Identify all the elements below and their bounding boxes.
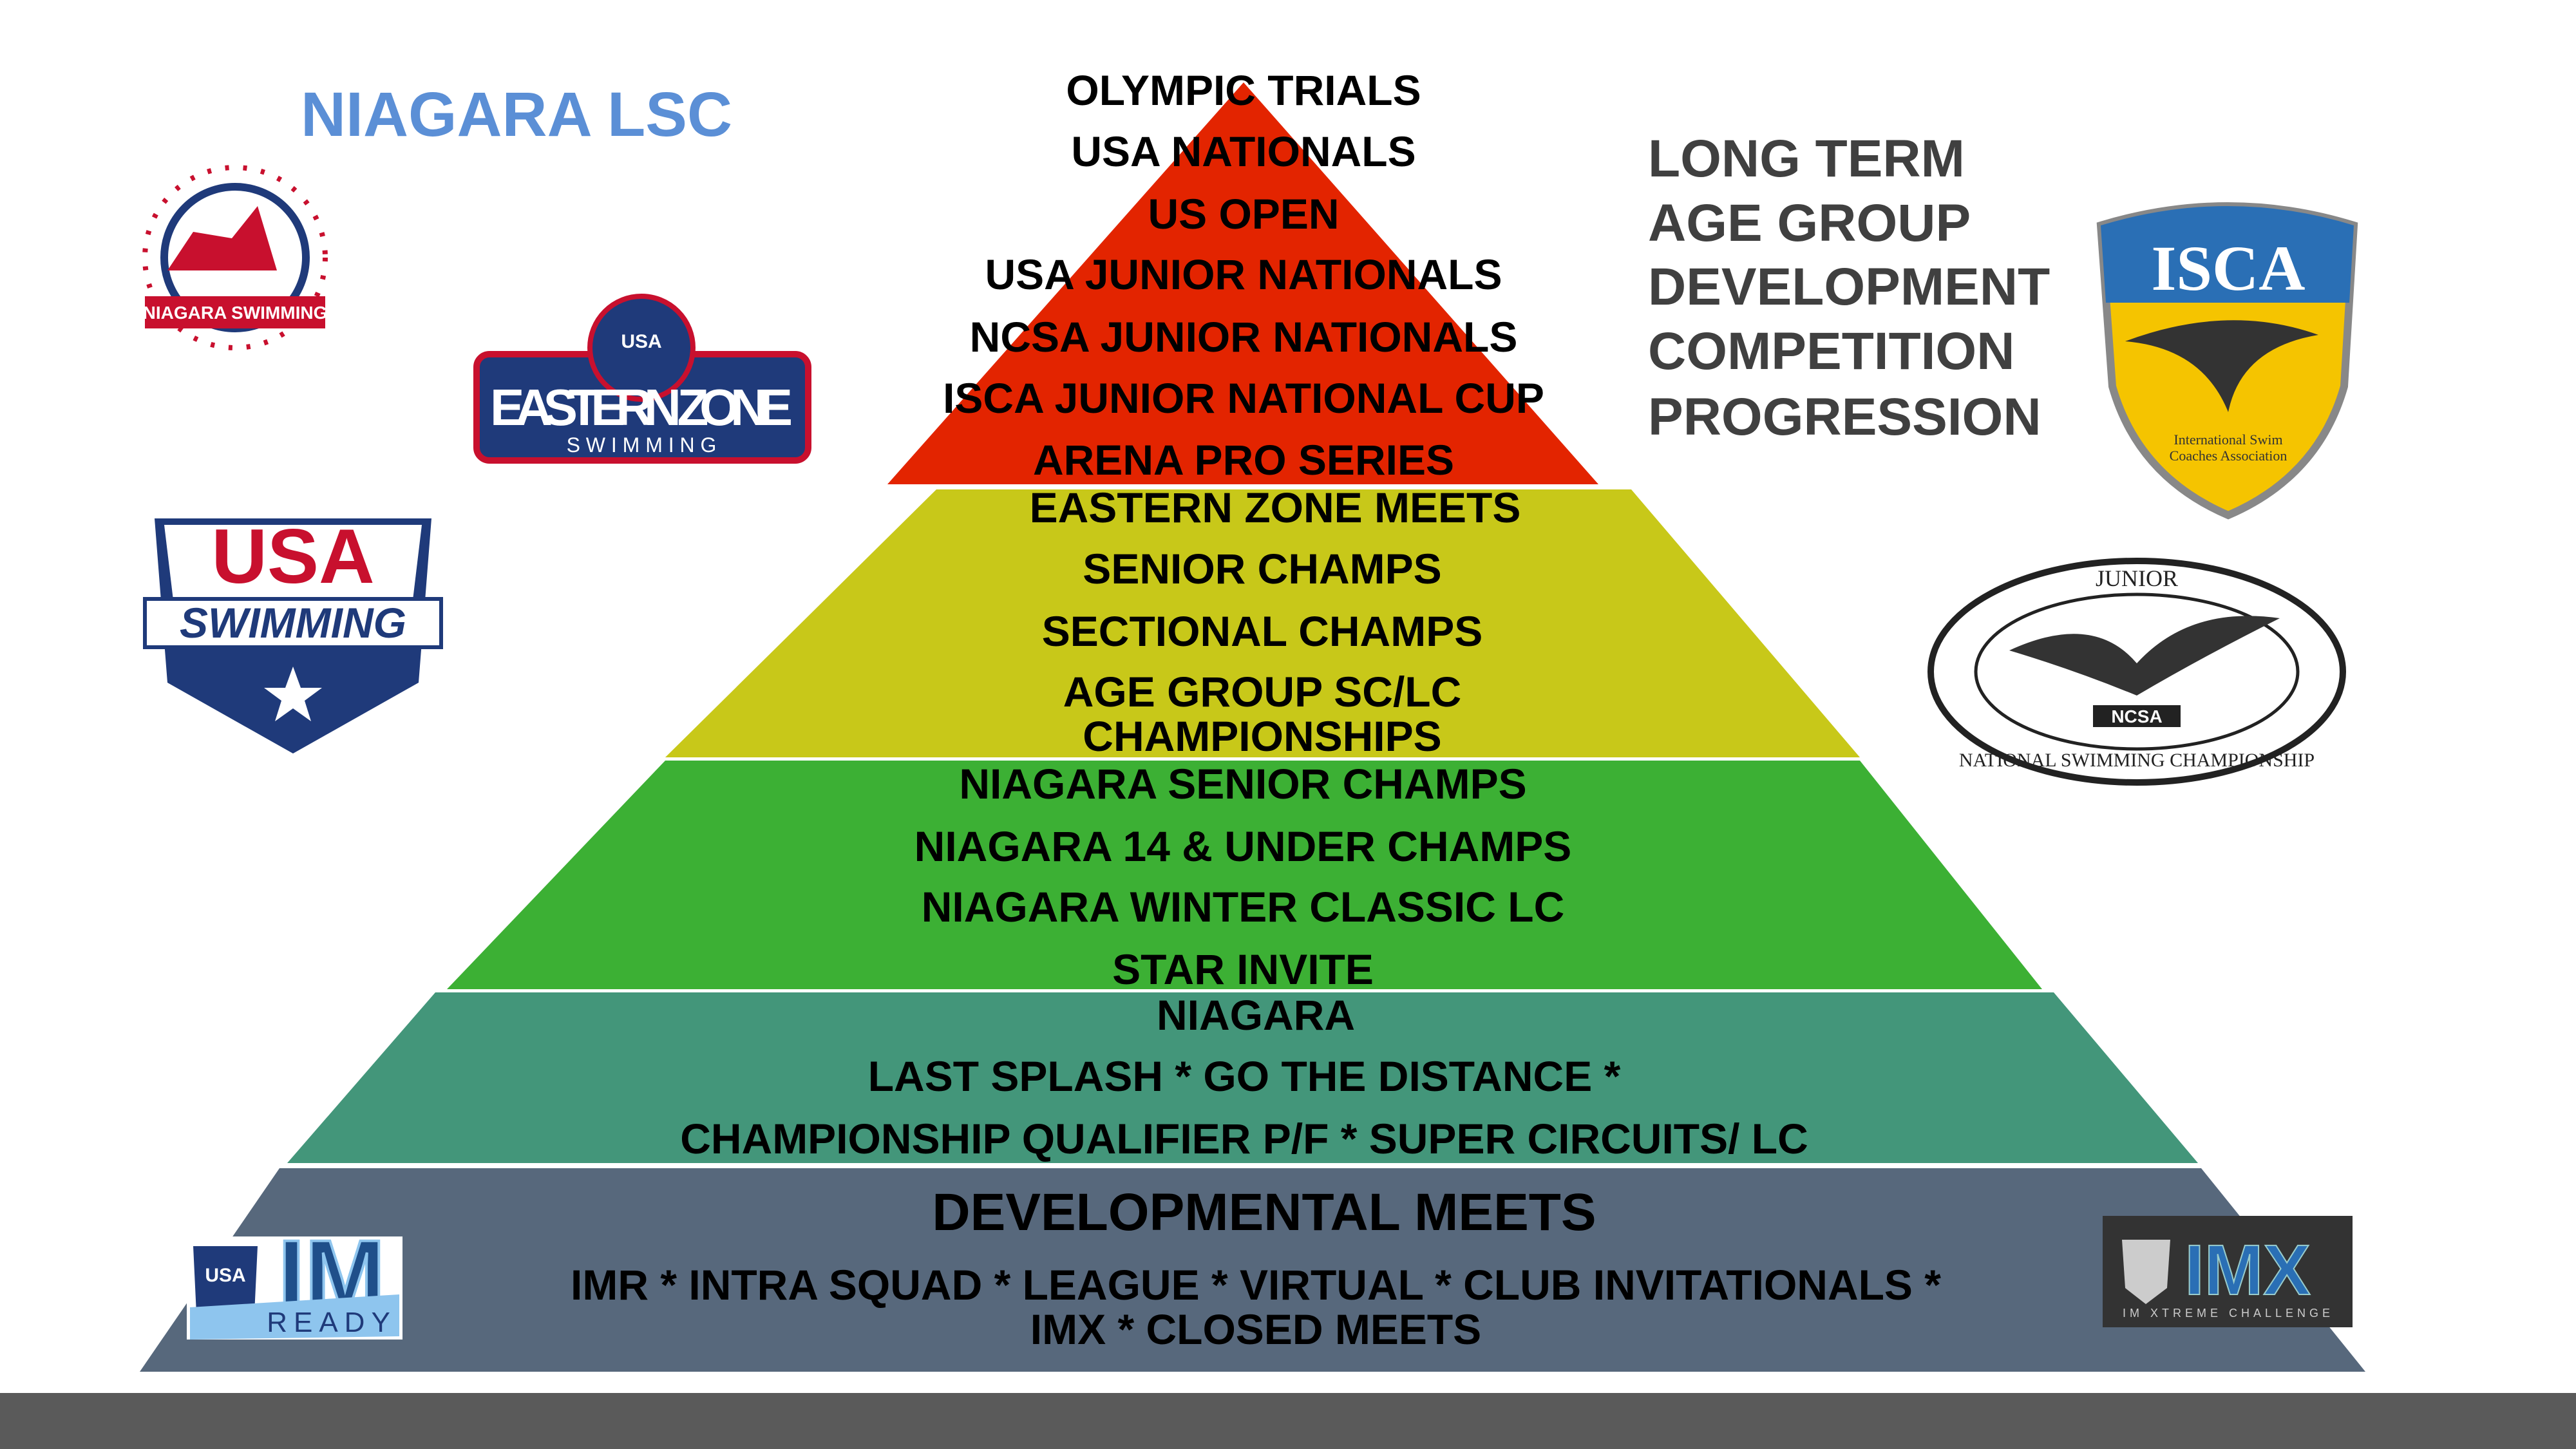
svg-text:EASTERN ZONE: EASTERN ZONE bbox=[490, 379, 793, 436]
svg-text:S W I M M I N G: S W I M M I N G bbox=[567, 433, 717, 457]
isca-logo: ISCA International Swim Coaches Associat… bbox=[2096, 202, 2358, 520]
side-heading-line: DEVELOPMENT bbox=[1648, 258, 2050, 316]
svg-text:READY: READY bbox=[267, 1307, 397, 1338]
side-heading-line: AGE GROUP bbox=[1648, 194, 1971, 252]
tier-5-heading: DEVELOPMENTAL MEETS bbox=[932, 1183, 1596, 1242]
svg-text:NIAGARA SWIMMING: NIAGARA SWIMMING bbox=[143, 303, 328, 323]
side-heading-line: COMPETITION bbox=[1648, 322, 2015, 381]
tier-4-line: CHAMPIONSHIP QUALIFIER P/F * SUPER CIRCU… bbox=[680, 1115, 1808, 1162]
svg-text:USA: USA bbox=[621, 331, 661, 352]
tier-3-shape bbox=[447, 761, 2042, 989]
tier-2-line: CHAMPIONSHIPS bbox=[1083, 712, 1442, 760]
tier-1-line: ARENA PRO SERIES bbox=[1032, 436, 1454, 484]
tier-4-shape bbox=[287, 992, 2198, 1163]
ncsa-junior-nationals-logo: JUNIOR NCSA NATIONAL SWIMMING CHAMPIONSH… bbox=[1927, 558, 2346, 786]
tier-1-line: USA JUNIOR NATIONALS bbox=[985, 251, 1502, 298]
svg-text:IM XTREME CHALLENGE: IM XTREME CHALLENGE bbox=[2123, 1307, 2334, 1320]
tier-3-line: STAR INVITE bbox=[1112, 945, 1374, 993]
tier-1-line: US OPEN bbox=[1148, 190, 1340, 238]
tier-3-line: NIAGARA 14 & UNDER CHAMPS bbox=[914, 822, 1572, 870]
tier-2-line: SECTIONAL CHAMPS bbox=[1041, 607, 1483, 655]
usa-swimming-logo: USA SWIMMING bbox=[143, 513, 443, 753]
tier-2-line: AGE GROUP SC/LC bbox=[1063, 668, 1462, 715]
footer-bar bbox=[0, 1393, 2576, 1449]
svg-text:SWIMMING: SWIMMING bbox=[180, 599, 406, 647]
svg-text:NATIONAL SWIMMING CHAMPIONSHIP: NATIONAL SWIMMING CHAMPIONSHIP bbox=[1959, 750, 2315, 771]
tier-5-line: IMX * CLOSED MEETS bbox=[1030, 1305, 1482, 1353]
tier-1-shape bbox=[887, 82, 1598, 484]
im-ready-logo: USA IM READY bbox=[187, 1218, 402, 1340]
side-heading-line: PROGRESSION bbox=[1648, 388, 2041, 446]
tier-5-line: IMR * INTRA SQUAD * LEAGUE * VIRTUAL * C… bbox=[571, 1261, 1941, 1309]
imx-logo: IMX IM XTREME CHALLENGE bbox=[2103, 1216, 2353, 1327]
tier-3-line: NIAGARA SENIOR CHAMPS bbox=[959, 760, 1527, 808]
tier-1-line: USA NATIONALS bbox=[1071, 128, 1416, 175]
svg-text:ISCA: ISCA bbox=[2152, 232, 2306, 304]
tier-1-line: NCSA JUNIOR NATIONALS bbox=[969, 313, 1518, 361]
tier-5-shape bbox=[140, 1168, 2365, 1372]
svg-text:IMX: IMX bbox=[2184, 1231, 2311, 1310]
tier-2-line: SENIOR CHAMPS bbox=[1083, 545, 1442, 592]
tier-1-line: ISCA JUNIOR NATIONAL CUP bbox=[943, 374, 1544, 422]
tier-2-line: EASTERN ZONE MEETS bbox=[1029, 484, 1521, 531]
niagara-swimming-logo: NIAGARA SWIMMING bbox=[142, 165, 328, 350]
tier-4-line: NIAGARA bbox=[1157, 991, 1355, 1039]
page-title: NIAGARA LSC bbox=[301, 79, 733, 149]
svg-text:JUNIOR: JUNIOR bbox=[2096, 565, 2178, 591]
svg-text:USA: USA bbox=[205, 1265, 245, 1286]
tier-2-shape bbox=[665, 489, 1860, 757]
tier-3-line: NIAGARA WINTER CLASSIC LC bbox=[921, 883, 1565, 931]
tier-1-line: OLYMPIC TRIALS bbox=[1066, 66, 1421, 114]
tier-4-line: LAST SPLASH * GO THE DISTANCE * bbox=[867, 1052, 1621, 1100]
side-heading-line: LONG TERM bbox=[1648, 129, 1965, 188]
eastern-zone-logo: USA EASTERN ZONE S W I M M I N G bbox=[473, 294, 811, 464]
svg-text:NCSA: NCSA bbox=[2111, 706, 2162, 726]
svg-text:USA: USA bbox=[211, 513, 374, 600]
svg-text:International Swim: International Swim bbox=[2174, 431, 2282, 448]
svg-text:Coaches Association: Coaches Association bbox=[2170, 448, 2287, 464]
